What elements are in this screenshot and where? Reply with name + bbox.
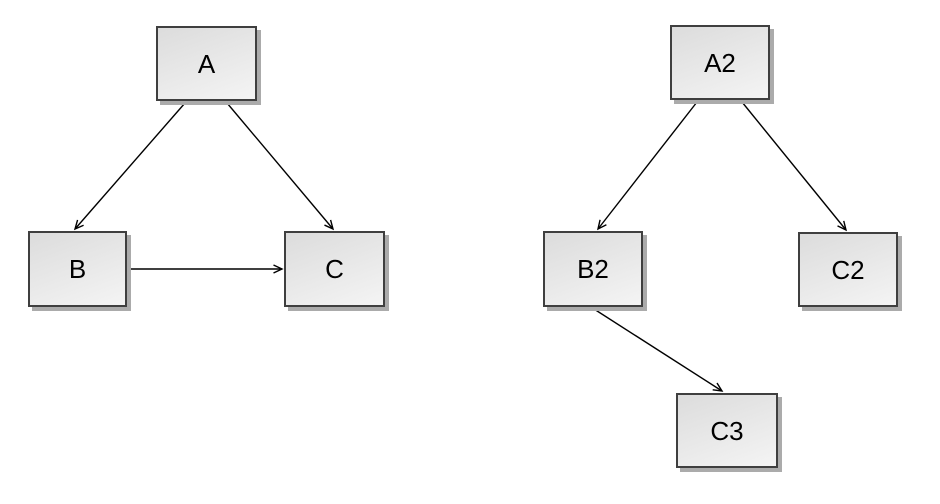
edge-A2-to-C2 bbox=[741, 101, 848, 232]
node-B2-label: B2 bbox=[577, 254, 609, 284]
edge-A-to-B bbox=[73, 102, 186, 231]
edge-A2-to-B2 bbox=[596, 101, 698, 231]
node-B2[interactable]: B2 bbox=[543, 231, 643, 307]
node-A2-label: A2 bbox=[704, 47, 736, 78]
node-B[interactable]: B bbox=[28, 231, 127, 307]
node-A2[interactable]: A2 bbox=[670, 25, 770, 100]
node-C-label: C bbox=[325, 254, 344, 284]
node-C3[interactable]: C3 bbox=[676, 393, 778, 468]
node-A[interactable]: A bbox=[156, 26, 257, 101]
node-B-label: B bbox=[68, 254, 87, 284]
edge-A-to-C bbox=[226, 102, 335, 231]
edge-B2-to-C3 bbox=[593, 308, 724, 392]
node-C[interactable]: C bbox=[284, 231, 385, 307]
node-C2[interactable]: C2 bbox=[798, 232, 898, 307]
node-C3-label: C3 bbox=[710, 415, 744, 446]
node-C2-label: C2 bbox=[831, 254, 865, 285]
node-A-label: A bbox=[197, 48, 216, 79]
